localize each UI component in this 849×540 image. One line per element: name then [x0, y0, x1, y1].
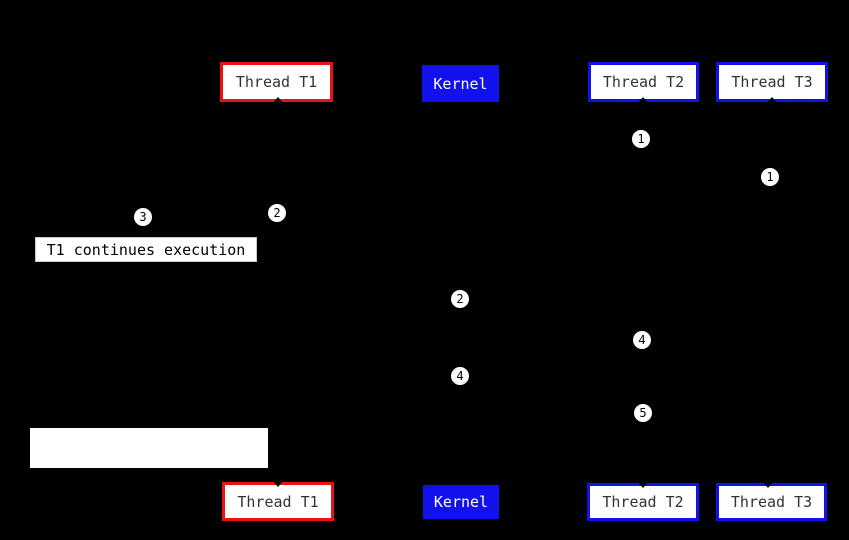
- arrowhead-icon: [637, 481, 649, 488]
- node-label: Thread T1: [235, 73, 318, 91]
- step-badge: 4: [633, 331, 651, 349]
- node-kernel-bottom: Kernel: [423, 485, 499, 519]
- caption-text: T1 continues execution: [46, 240, 246, 259]
- blank-label-box: [30, 428, 268, 468]
- step-badge: 4: [451, 367, 469, 385]
- arrowhead-icon: [762, 481, 774, 488]
- step-badge: 2: [268, 204, 286, 222]
- node-label: Kernel: [433, 74, 488, 93]
- node-thread-t2-bottom: Thread T2: [587, 483, 699, 521]
- step-badge: 2: [451, 290, 469, 308]
- node-label: Kernel: [433, 493, 489, 511]
- step-badge: 5: [634, 404, 652, 422]
- node-label: Thread T2: [602, 73, 685, 91]
- arrowhead-icon: [766, 97, 778, 104]
- t1-continues-label: T1 continues execution: [35, 237, 257, 262]
- step-badge: 1: [761, 168, 779, 186]
- arrowhead-icon: [272, 480, 284, 487]
- arrowhead-icon: [272, 97, 284, 104]
- node-label: Thread T2: [602, 493, 684, 511]
- node-label: Thread T3: [731, 73, 813, 91]
- step-badge: 1: [632, 130, 650, 148]
- node-thread-t3-bottom: Thread T3: [716, 483, 827, 521]
- node-thread-t2-top: Thread T2: [588, 62, 699, 102]
- node-thread-t3-top: Thread T3: [716, 62, 828, 102]
- step-badge: 3: [134, 208, 152, 226]
- node-label: Thread T3: [730, 493, 813, 511]
- node-thread-t1-bottom: Thread T1: [222, 482, 334, 521]
- node-kernel-top: Kernel: [422, 65, 499, 102]
- node-thread-t1-top: Thread T1: [220, 62, 333, 102]
- node-label: Thread T1: [237, 492, 319, 511]
- arrowhead-icon: [637, 97, 649, 104]
